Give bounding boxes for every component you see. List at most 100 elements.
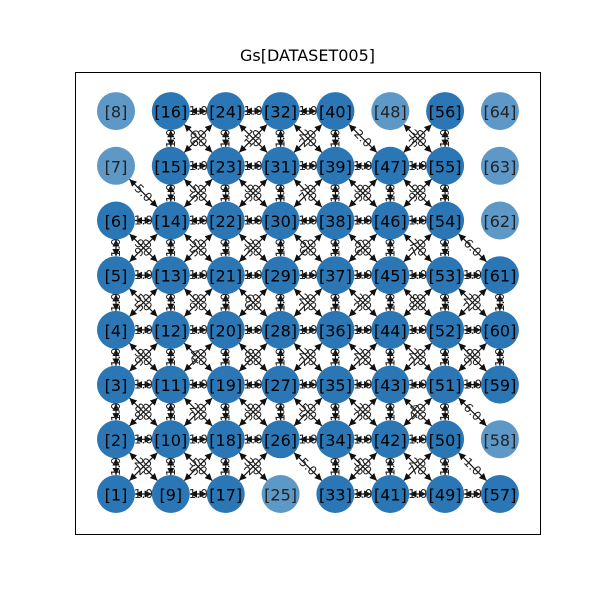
edge-weight-label: 1.0	[408, 487, 427, 501]
node-circle	[480, 256, 519, 295]
node-11: [11]	[151, 365, 190, 404]
edge-weight-label: 1.0	[383, 238, 397, 257]
edge-28-37	[293, 288, 323, 317]
node-label: [20]	[209, 321, 242, 340]
node-label: [31]	[264, 157, 297, 176]
node-1: [1]	[97, 475, 135, 513]
node-label: [18]	[209, 431, 242, 450]
edge-weight-label: 1.0	[189, 104, 208, 118]
node-circle	[480, 365, 519, 404]
node-label: [8]	[105, 103, 128, 122]
node-59: [59]	[480, 365, 519, 404]
edge-12-21	[183, 288, 213, 317]
edge-weight-label: 1.0	[189, 268, 208, 282]
node-label: [22]	[209, 212, 242, 231]
edge-40-47	[348, 124, 378, 153]
edge-22-31	[238, 178, 268, 208]
node-circle	[371, 201, 410, 240]
edge-54-61	[458, 233, 487, 263]
edge-weight-label: 1.0	[493, 293, 507, 312]
node-circle	[371, 475, 410, 513]
edge-weight-label: 1.0	[438, 402, 452, 421]
node-label: [41]	[374, 486, 407, 505]
node-52: [52]	[426, 310, 465, 349]
node-label: [2]	[105, 431, 128, 450]
edge-weight-label: 1.0	[353, 432, 372, 446]
edge-45-54	[403, 233, 433, 263]
node-circle	[206, 201, 245, 240]
edge-26-33	[293, 452, 323, 482]
node-circle	[206, 256, 245, 295]
edge-weight-label: 1.0	[164, 293, 178, 312]
node-circle	[261, 310, 300, 349]
node-label: [38]	[319, 212, 352, 231]
node-21: [21]	[206, 256, 245, 295]
node-circle	[316, 201, 355, 240]
node-label: [54]	[429, 212, 462, 231]
edge-weight-label: 1.0	[383, 402, 397, 421]
node-label: [42]	[374, 431, 407, 450]
node-label: [61]	[483, 267, 516, 286]
edge-weight-label: 1.0	[383, 457, 397, 476]
edge-weight-label: 1.0	[164, 348, 178, 367]
plot-frame	[75, 72, 541, 535]
node-53: [53]	[426, 256, 465, 295]
node-label: [11]	[154, 376, 187, 395]
node-label: [37]	[319, 267, 352, 286]
node-13: [13]	[151, 256, 190, 295]
node-circle	[97, 201, 135, 240]
node-circle	[206, 420, 245, 459]
edge-weight-label: 1.0	[438, 457, 452, 476]
node-circle	[97, 365, 135, 404]
edge-14-23	[183, 178, 213, 208]
node-30: [30]	[261, 201, 300, 240]
edge-weight-label: 1.0	[274, 184, 288, 203]
nodes-layer: [1][2][3][4][5][6][7][8][9][10][11][12][…	[97, 92, 519, 513]
node-label: [49]	[429, 486, 462, 505]
edge-weight-label: 1.0	[134, 432, 153, 446]
node-28: [28]	[261, 310, 300, 349]
edge-weight-label: 1.0	[189, 378, 208, 392]
node-circle	[480, 92, 519, 131]
node-label: [30]	[264, 212, 297, 231]
node-63: [63]	[480, 146, 519, 185]
edge-weight-label: 1.0	[328, 457, 342, 476]
edge-weight-label: 1.0	[164, 402, 178, 421]
edge-51-60	[458, 342, 487, 372]
node-circle	[97, 146, 135, 185]
edge-weight-label: 1.0	[244, 323, 263, 337]
node-circle	[261, 201, 300, 240]
edge-weight-label: 1.0	[134, 378, 153, 392]
edge-38-47	[348, 178, 378, 208]
node-label: [13]	[154, 267, 187, 286]
node-47: [47]	[371, 146, 410, 185]
node-3: [3]	[97, 365, 135, 404]
node-circle	[261, 420, 300, 459]
node-35: [35]	[316, 365, 355, 404]
node-55: [55]	[426, 146, 465, 185]
node-label: [63]	[483, 157, 516, 176]
edge-weight-label: 1.0	[408, 378, 427, 392]
node-label: [53]	[429, 267, 462, 286]
edge-21-30	[238, 233, 268, 263]
edge-weight-label: 1.0	[493, 348, 507, 367]
edge-17-26	[238, 452, 268, 482]
node-44: [44]	[371, 310, 410, 349]
edge-34-43	[348, 397, 378, 427]
node-label: [39]	[319, 157, 352, 176]
edge-weight-label: 1.0	[189, 323, 208, 337]
edge-5-14	[129, 233, 158, 263]
edge-weight-label: 1.0	[219, 457, 233, 476]
node-label: [27]	[264, 376, 297, 395]
node-circle	[151, 420, 190, 459]
edge-weight-label: 1.0	[134, 214, 153, 228]
edge-42-51	[403, 397, 433, 427]
edge-19-28	[238, 342, 268, 372]
edge-weight-label: 1.0	[164, 457, 178, 476]
edge-47-56	[403, 124, 433, 153]
edge-weight-label: 1.0	[189, 214, 208, 228]
node-57: [57]	[480, 475, 519, 513]
node-6: [6]	[97, 201, 135, 240]
